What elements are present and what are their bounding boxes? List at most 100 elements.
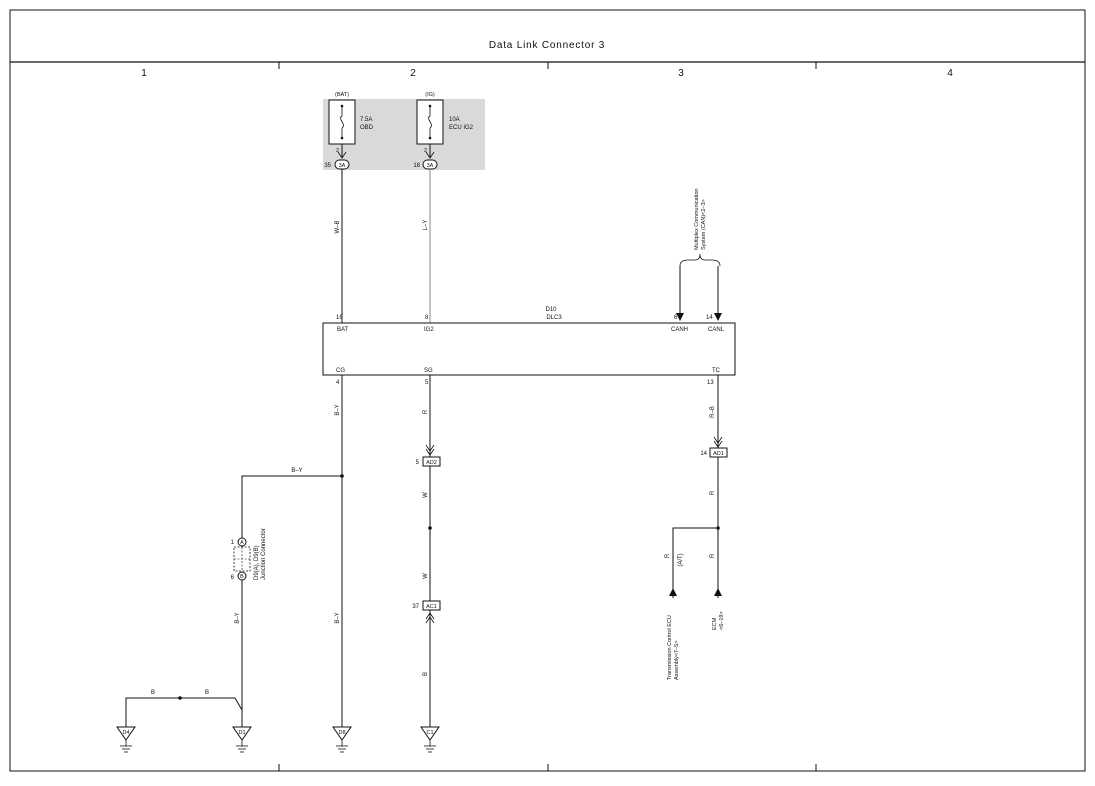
dlc-pin-13-num: 13 bbox=[707, 380, 714, 386]
svg-text:AD2: AD2 bbox=[426, 460, 437, 466]
dlc-name: DLC3 bbox=[546, 315, 562, 321]
svg-text:AD1: AD1 bbox=[713, 451, 724, 457]
connector-ac1-pin: 37 bbox=[412, 604, 419, 610]
wire-sg-upper-color: R bbox=[423, 409, 429, 414]
dlc-pin-8-num: 8 bbox=[425, 315, 429, 321]
ground-c1-label: C1 bbox=[426, 730, 433, 736]
wire-sg-mid1-color: W bbox=[423, 492, 429, 498]
dlc-pin-8-label: IG2 bbox=[424, 327, 434, 333]
dlc-pin-16-label: BAT bbox=[337, 327, 349, 333]
wire-cg-branch bbox=[241, 475, 342, 538]
svg-text:A: A bbox=[240, 540, 244, 546]
connector-ad1 bbox=[709, 447, 728, 458]
jc-terminal-a bbox=[237, 537, 247, 547]
canh-arrow bbox=[676, 313, 684, 321]
multiplex-label-line1: Multiplex Communication bbox=[694, 189, 700, 250]
diagram-title: Data Link Connector 3 bbox=[489, 40, 605, 51]
fuse-ecu-ig2-element bbox=[428, 106, 432, 138]
connector-ad1-arrow bbox=[713, 436, 723, 448]
junction-3a-bat-pin: 35 bbox=[324, 163, 331, 169]
wire-ecm-branch-color: R bbox=[710, 553, 716, 558]
wire-bat-color: W–B bbox=[335, 220, 341, 233]
fuse-obd-element bbox=[340, 106, 344, 138]
svg-text:3A: 3A bbox=[339, 163, 346, 169]
fuse-obd-rating: 7.5A bbox=[360, 117, 372, 123]
wire-sg-mid2-color: W bbox=[423, 573, 429, 579]
svg-text:3A: 3A bbox=[427, 163, 434, 169]
fuse-obd-source: (BAT) bbox=[335, 92, 349, 98]
ground-d8-label: D8 bbox=[338, 730, 345, 736]
dlc-pin-6-num: 6 bbox=[674, 315, 678, 321]
wire-jc-lower-color: B–Y bbox=[235, 612, 241, 623]
ground-c1-symbol bbox=[420, 726, 440, 753]
ground-d4-label: D4 bbox=[122, 730, 129, 736]
dlc3-connector bbox=[322, 322, 736, 376]
connector-ad2-pin: 5 bbox=[416, 460, 420, 466]
wire-ig2-color: L–Y bbox=[423, 220, 429, 231]
fuse-obd bbox=[328, 99, 356, 145]
wire-tc-mid-color: R bbox=[710, 490, 716, 495]
fuse-ecu-ig2-rating: 10A bbox=[449, 117, 460, 123]
dest-tcm-line2: Assembly<7–5> bbox=[674, 641, 680, 680]
column-label-3: 3 bbox=[678, 68, 684, 79]
wire-cg-lower-color: B–Y bbox=[335, 612, 341, 623]
diagram-frame bbox=[9, 9, 1086, 772]
splice-ground bbox=[178, 696, 182, 700]
wire-ground-bus bbox=[125, 697, 243, 727]
dest-ecm-line1: ECM bbox=[712, 617, 718, 630]
connector-ad1-pin: 14 bbox=[700, 451, 707, 457]
wire-at-branch bbox=[672, 527, 718, 598]
svg-text:AC1: AC1 bbox=[426, 604, 437, 610]
connector-ad2-arrow bbox=[425, 444, 435, 456]
fuse-obd-arrow bbox=[337, 151, 347, 159]
dlc-pin-16-num: 16 bbox=[336, 315, 343, 321]
wire-ground-b1-color: B bbox=[151, 690, 155, 696]
column-label-1: 1 bbox=[141, 68, 147, 79]
wire-tc-upper-color: R–B bbox=[710, 406, 716, 418]
dlc-pin-5-num: 5 bbox=[425, 380, 429, 386]
wire-cg-branch-color: B–Y bbox=[291, 468, 302, 474]
fuse-ecu-ig2-arrow bbox=[425, 151, 435, 159]
junction-3a-ig-pin: 18 bbox=[413, 163, 420, 169]
dest-tcm-line1: Transmission Control ECU bbox=[667, 615, 673, 680]
dlc-pin-5-label: SG bbox=[424, 368, 433, 374]
wire-sg-lower-color: B bbox=[423, 672, 429, 676]
multiplex-label-line2: System (CAN)<2–3> bbox=[701, 199, 707, 250]
column-ticks bbox=[278, 62, 817, 771]
fuse-obd-name: OBD bbox=[360, 125, 374, 131]
dlc-id: D10 bbox=[545, 307, 557, 313]
fuse-ecu-ig2-name: ECU IG2 bbox=[449, 125, 474, 131]
column-label-4: 4 bbox=[947, 68, 953, 79]
connector-ad2 bbox=[422, 456, 441, 467]
dlc-pin-6-label: CANH bbox=[671, 327, 688, 333]
wire-cg-upper-color: B–Y bbox=[335, 404, 341, 415]
dlc-pin-14-label: CANL bbox=[708, 327, 725, 333]
dest-ecm-line2: <6–19> bbox=[719, 611, 725, 630]
jc-label-line2: Junction Connector bbox=[261, 528, 267, 580]
fuse-ecu-ig2 bbox=[416, 99, 444, 145]
ecm-arrow bbox=[714, 588, 722, 596]
ground-d8-symbol bbox=[332, 726, 352, 753]
jc-pin-b: 6 bbox=[231, 575, 235, 581]
wire-at-note: (A/T) bbox=[678, 553, 684, 566]
dlc-pin-14-num: 14 bbox=[706, 315, 713, 321]
dlc-pin-4-label: CG bbox=[336, 368, 345, 374]
tcm-arrow bbox=[669, 588, 677, 596]
ground-d1-label: D1 bbox=[238, 730, 245, 736]
wire-at-branch-color: R bbox=[665, 553, 671, 558]
multiplex-brace bbox=[679, 253, 721, 267]
connector-ac1-arrow bbox=[425, 612, 435, 624]
svg-text:B: B bbox=[240, 574, 244, 580]
jc-label-line1: D9(A), D9(B) bbox=[254, 545, 260, 580]
fuse-obd-pin: 2 bbox=[336, 148, 339, 154]
canl-arrow bbox=[714, 313, 722, 321]
column-label-2: 2 bbox=[410, 68, 416, 79]
fuse-ecu-ig2-pin: 2 bbox=[424, 148, 427, 154]
jc-pin-a: 1 bbox=[231, 540, 235, 546]
ground-d4-symbol bbox=[116, 726, 136, 753]
ground-d1-symbol bbox=[232, 726, 252, 753]
wire-ground-b2-color: B bbox=[205, 690, 209, 696]
splice-sg bbox=[428, 526, 432, 530]
